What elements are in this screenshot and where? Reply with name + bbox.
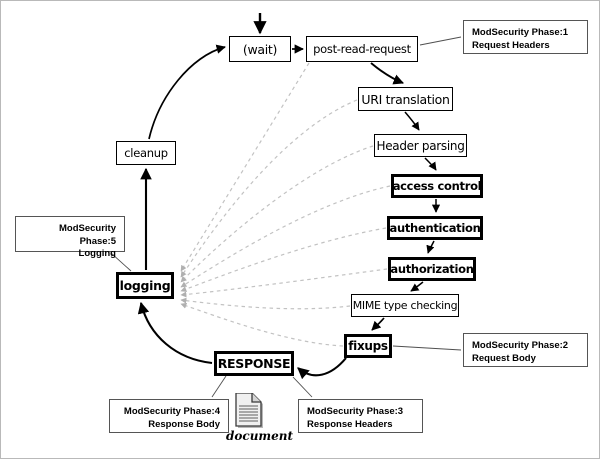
node-uri-translation-label: URI translation bbox=[361, 91, 450, 107]
logging-edge-header-parsing bbox=[180, 145, 374, 283]
note-modsecurity-phase-4: ModSecurity Phase:4 Response Body bbox=[109, 399, 229, 433]
note-phase-1-line-2: Request Headers bbox=[472, 39, 550, 51]
node-fixups-label: fixups bbox=[348, 339, 388, 353]
node-header-parsing[interactable]: Header parsing bbox=[374, 134, 467, 157]
node-response[interactable]: RESPONSE bbox=[214, 351, 294, 376]
node-logging-label: logging bbox=[119, 278, 171, 293]
flow-edge-authz-to-mime bbox=[410, 281, 424, 292]
node-authentication-label: authentication bbox=[389, 221, 481, 235]
logging-edge-authorization bbox=[180, 268, 388, 298]
node-post-read-request-label: post-read-request bbox=[313, 42, 411, 56]
node-fixups[interactable]: fixups bbox=[344, 334, 392, 358]
document-caption: document bbox=[226, 429, 294, 443]
flow-edge-post-read-to-uri bbox=[370, 62, 404, 85]
node-wait[interactable]: (wait) bbox=[229, 36, 291, 62]
node-header-parsing-label: Header parsing bbox=[376, 138, 465, 153]
node-mime-type-checking[interactable]: MIME type checking bbox=[351, 294, 459, 317]
flow-edge-header-to-access bbox=[424, 157, 437, 171]
node-response-label: RESPONSE bbox=[217, 356, 291, 371]
flow-edge-authn-to-authz bbox=[426, 240, 435, 254]
flow-edge-cleanup-to-wait bbox=[148, 44, 226, 140]
node-authorization[interactable]: authorization bbox=[388, 257, 476, 281]
node-access-control-label: access control bbox=[392, 179, 482, 193]
flow-edge-fixups-to-response bbox=[297, 357, 347, 380]
logging-edge-access-control bbox=[180, 185, 391, 288]
note-modsecurity-phase-5: ModSecurity Phase:5 Logging bbox=[15, 216, 125, 259]
note-phase-5-line-1: ModSecurity Phase:5 bbox=[58, 223, 116, 247]
note-modsecurity-phase-1: ModSecurity Phase:1 Request Headers bbox=[463, 20, 588, 54]
node-cleanup-label: cleanup bbox=[124, 146, 168, 160]
note-leader-phase3 bbox=[292, 376, 313, 398]
logging-edge-mime-type-checking bbox=[180, 297, 351, 310]
note-phase-5-line-2: Logging bbox=[78, 248, 116, 259]
logging-edge-authentication bbox=[180, 227, 387, 292]
node-logging[interactable]: logging bbox=[116, 272, 174, 299]
note-leader-phase1 bbox=[419, 36, 462, 46]
document-icon bbox=[235, 393, 263, 428]
node-wait-label: (wait) bbox=[242, 41, 278, 57]
node-authorization-label: authorization bbox=[390, 262, 474, 276]
note-modsecurity-phase-2: ModSecurity Phase:2 Request Body bbox=[463, 333, 588, 367]
flow-edge-mime-to-fixups bbox=[371, 317, 385, 331]
logging-edge-fixups bbox=[180, 302, 344, 347]
note-phase-3-line-2: Response Headers bbox=[307, 418, 393, 430]
flow-edge-uri-to-header bbox=[404, 111, 420, 131]
node-cleanup[interactable]: cleanup bbox=[116, 141, 176, 165]
node-uri-translation[interactable]: URI translation bbox=[358, 87, 453, 111]
note-leader-phase2 bbox=[392, 345, 462, 351]
note-phase-2-line-2: Request Body bbox=[472, 352, 536, 364]
node-mime-type-checking-label: MIME type checking bbox=[352, 299, 458, 312]
node-access-control[interactable]: access control bbox=[391, 174, 483, 198]
node-post-read-request[interactable]: post-read-request bbox=[306, 36, 418, 62]
note-modsecurity-phase-3: ModSecurity Phase:3 Response Headers bbox=[298, 399, 423, 433]
node-authentication[interactable]: authentication bbox=[387, 216, 483, 240]
note-phase-2-line-1: ModSecurity Phase:2 bbox=[472, 340, 569, 351]
note-phase-1-line-1: ModSecurity Phase:1 bbox=[472, 27, 569, 38]
note-phase-4-line-2: Response Body bbox=[148, 418, 220, 430]
note-phase-3-line-1: ModSecurity Phase:3 bbox=[307, 406, 404, 417]
logging-edge-post-read-request bbox=[180, 62, 310, 272]
note-phase-4-line-1: ModSecurity Phase:4 bbox=[123, 406, 220, 417]
note-leader-phase4 bbox=[211, 375, 227, 398]
flow-edge-response-to-logging bbox=[137, 301, 213, 365]
logging-edge-uri-translation bbox=[180, 99, 358, 278]
